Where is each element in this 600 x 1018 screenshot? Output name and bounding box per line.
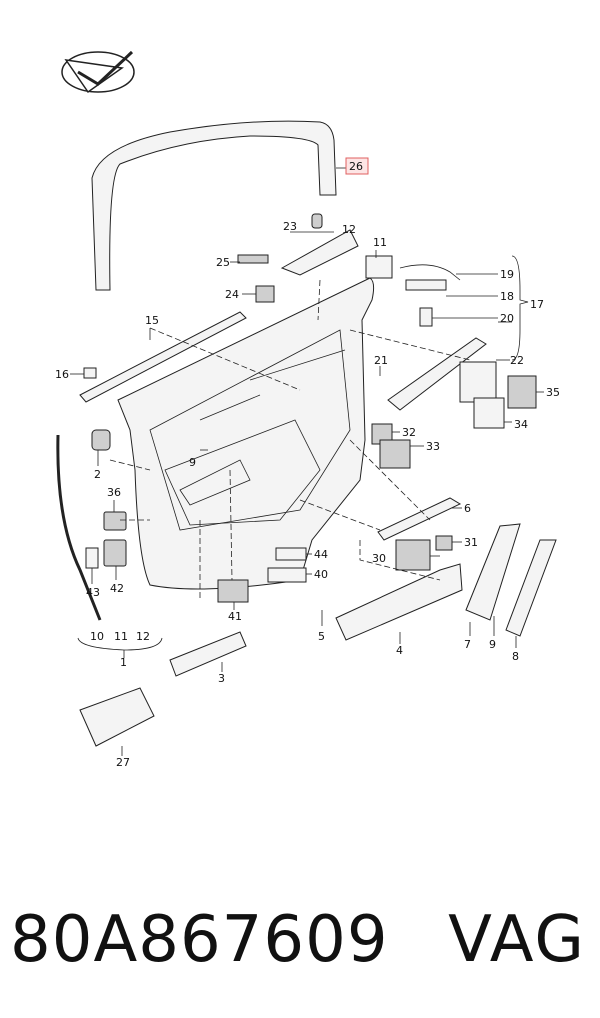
callout-4: 4 <box>396 644 403 657</box>
part-40 <box>267 567 307 583</box>
callout-9-right: 9 <box>489 638 496 651</box>
callout-7: 7 <box>464 638 471 651</box>
module-27 <box>79 687 155 747</box>
callout-25: 25 <box>216 256 230 269</box>
callout-21: 21 <box>374 354 388 367</box>
callout-12-top: 12 <box>342 223 356 236</box>
part-35 <box>507 375 537 409</box>
part-41 <box>217 579 249 603</box>
part-22 <box>459 361 497 403</box>
callout-35: 35 <box>546 386 560 399</box>
callout-11-top: 11 <box>373 236 387 249</box>
callout-23: 23 <box>283 220 297 233</box>
switch-42 <box>103 539 127 567</box>
callout-42: 42 <box>110 582 124 595</box>
callout-24: 24 <box>225 288 239 301</box>
callout-5: 5 <box>318 630 325 643</box>
trim-8 <box>505 539 557 637</box>
callout-40: 40 <box>314 568 328 581</box>
callout-9-left: 9 <box>189 456 196 469</box>
switch-30 <box>395 539 431 571</box>
callout-1: 1 <box>120 656 127 669</box>
callout-11-bottom: 11 <box>114 630 128 643</box>
callout-27: 27 <box>116 756 130 769</box>
callout-12-bottom: 12 <box>136 630 150 643</box>
clip-24 <box>255 285 275 303</box>
window-frame-trim <box>91 120 369 291</box>
exploded-parts-diagram: 26 23 12 11 25 19 24 18 17 20 15 21 22 1… <box>55 50 560 769</box>
callout-26: 26 <box>349 160 363 173</box>
cover-12 <box>280 229 359 276</box>
upper-strip <box>79 311 247 403</box>
callout-31: 31 <box>464 536 478 549</box>
callout-2: 2 <box>94 468 101 481</box>
part-18 <box>405 279 447 291</box>
grab-handle-7 <box>465 523 521 621</box>
part-44 <box>275 547 307 561</box>
clip-2 <box>91 429 111 451</box>
callout-32: 32 <box>402 426 416 439</box>
switch-31 <box>435 535 453 551</box>
callout-8: 8 <box>512 650 519 663</box>
switch-36 <box>103 511 127 531</box>
bracket-11 <box>365 255 393 279</box>
cover-43 <box>85 547 99 569</box>
brand-name: VAG <box>448 903 586 977</box>
wire-19 <box>399 264 461 281</box>
callout-19: 19 <box>500 268 514 281</box>
part-33 <box>379 439 411 469</box>
part-34 <box>473 397 505 429</box>
callout-44: 44 <box>314 548 328 561</box>
screw-23 <box>311 213 323 229</box>
handle-6 <box>377 497 462 541</box>
callout-10: 10 <box>90 630 104 643</box>
clip-16 <box>83 367 97 379</box>
callout-6: 6 <box>464 502 471 515</box>
door-seal <box>56 434 102 621</box>
pocket-3 <box>169 631 247 677</box>
callout-33: 33 <box>426 440 440 453</box>
callout-22: 22 <box>510 354 524 367</box>
part-number: 80A867609 <box>10 903 389 977</box>
callout-20: 20 <box>500 312 514 325</box>
callout-34: 34 <box>514 418 528 431</box>
callout-18: 18 <box>500 290 514 303</box>
callout-41: 41 <box>228 610 242 623</box>
callout-43: 43 <box>86 586 100 599</box>
armrest-4 <box>335 563 463 641</box>
logo-icon <box>61 50 135 94</box>
part-20 <box>419 307 433 327</box>
switch-frame <box>387 337 487 411</box>
callout-30: 30 <box>372 552 386 565</box>
callout-36: 36 <box>107 486 121 499</box>
bolt-25 <box>237 254 269 264</box>
callout-17: 17 <box>530 298 544 311</box>
callout-15: 15 <box>145 314 159 327</box>
callout-3: 3 <box>218 672 225 685</box>
callout-16: 16 <box>55 368 69 381</box>
